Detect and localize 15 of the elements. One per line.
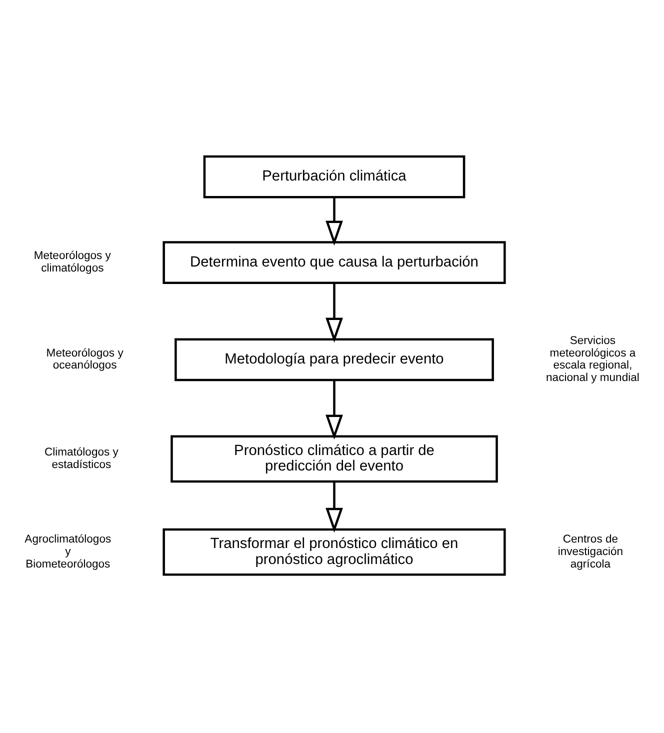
arrow	[326, 481, 343, 532]
label: Meteorólogos y oceanólogos	[46, 346, 124, 372]
arrow	[326, 380, 343, 440]
label: Centros de investigación agrícola	[558, 533, 624, 570]
label: Agroclimatólogos y Biometeorólogos	[24, 533, 112, 570]
label: Climatólogos y estadísticos	[44, 446, 118, 471]
node-box: Determina evento que causa la perturbación	[162, 240, 506, 284]
label: Meteorólogos y climatólogos	[34, 250, 111, 274]
node-box: Perturbación climática	[203, 154, 466, 198]
node-box: Metodología para predecir evento	[174, 338, 494, 381]
node-box: Pronóstico climático a partir de predicción del evento	[170, 434, 498, 482]
label: Servicios meteorológicos a escala regional, nacional y mundial	[546, 334, 640, 384]
arrow	[326, 196, 343, 246]
arrow	[326, 282, 343, 342]
node-box: Transformar el pronóstico climático en pronóstico agroclimático	[162, 528, 506, 576]
